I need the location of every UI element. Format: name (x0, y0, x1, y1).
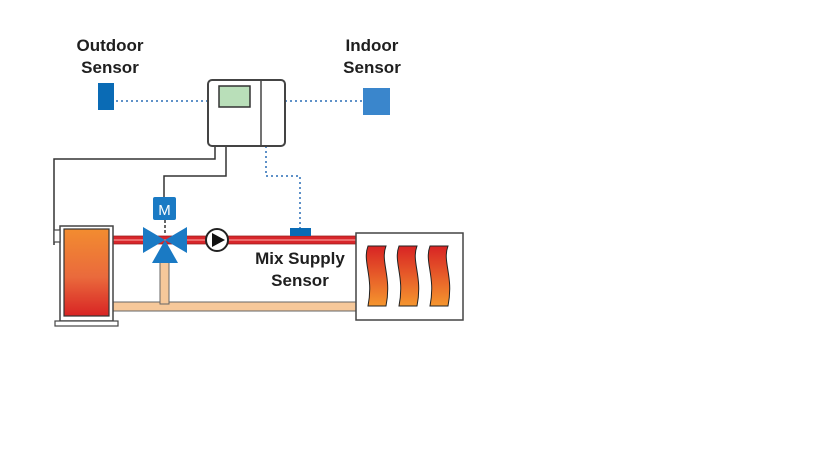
mixing-valve-icon[interactable] (143, 227, 187, 263)
motor-label: M (158, 202, 171, 219)
heat-emitter[interactable] (355, 232, 464, 321)
outdoor-sensor-label: Outdoor Sensor (76, 36, 144, 77)
outdoor-sensor-icon[interactable] (98, 83, 114, 110)
boiler-control-wire (53, 146, 216, 245)
valve-control-wire (163, 146, 227, 197)
indoor-sensor-icon[interactable] (363, 88, 390, 115)
signal-wires (116, 100, 363, 230)
control-wires (53, 146, 227, 245)
controller[interactable] (207, 79, 286, 147)
circulator-pump-icon[interactable] (205, 228, 229, 252)
mix-sensor-signal-wire (265, 146, 301, 230)
controller-display (218, 85, 251, 108)
boiler[interactable] (53, 225, 119, 327)
mix-supply-sensor-label: Mix Supply Sensor (255, 249, 345, 290)
heat-wave-icon (365, 245, 451, 307)
valve-motor[interactable]: M (153, 197, 176, 233)
indoor-sensor-label: Indoor Sensor (343, 36, 401, 77)
mix-supply-sensor-icon[interactable] (290, 228, 311, 236)
